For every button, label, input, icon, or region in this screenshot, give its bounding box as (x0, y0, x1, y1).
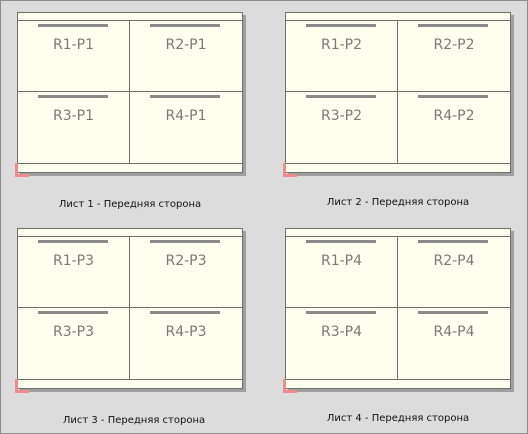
page-label: R2-P1 (165, 37, 207, 53)
page-label: R4-P4 (433, 324, 475, 340)
page-header-bar (38, 240, 108, 243)
page-cell[interactable]: R4-P2 (398, 92, 510, 163)
page-header-bar (150, 95, 220, 98)
page-cell[interactable]: R2-P1 (130, 21, 242, 92)
page-header-bar (418, 240, 488, 243)
page-cell[interactable]: R2-P4 (398, 237, 510, 308)
page-header-bar (418, 311, 488, 314)
page-cell[interactable]: R3-P1 (18, 92, 130, 163)
sheet-3-preview[interactable]: R1-P3 R2-P3 R3-P3 R4-P3 (15, 228, 243, 393)
page-label: R1-P4 (320, 253, 363, 269)
sheet-caption: Лист 1 - Передняя сторона (58, 199, 202, 210)
page-cell[interactable]: R1-P4 (286, 237, 398, 308)
page-header-bar (38, 24, 108, 27)
sheet-page-grid: R1-P4 R2-P4 R3-P4 R4-P4 (286, 237, 510, 379)
sheet-2-preview[interactable]: R1-P2 R2-P2 R3-P2 R4-P2 (283, 12, 511, 177)
sheet-top-margin (286, 13, 510, 21)
sheet-page-grid: R1-P3 R2-P3 R3-P3 R4-P3 (18, 237, 242, 379)
page-label: R3-P3 (52, 324, 95, 340)
page-cell[interactable]: R3-P2 (286, 92, 398, 163)
page-cell[interactable]: R1-P1 (18, 21, 130, 92)
page-cell[interactable]: R3-P3 (18, 308, 130, 379)
page-label: R2-P2 (433, 37, 475, 53)
sheet-bottom-margin (18, 163, 242, 172)
page-header-bar (38, 311, 108, 314)
page-cell[interactable]: R1-P2 (286, 21, 398, 92)
page-label: R3-P1 (52, 108, 95, 124)
sheet-top-margin (286, 229, 510, 237)
sheet-caption: Лист 4 - Передняя сторона (326, 413, 470, 424)
page-header-bar (418, 95, 488, 98)
page-label: R3-P2 (320, 108, 363, 124)
page-header-bar (306, 240, 376, 243)
page-header-bar (150, 24, 220, 27)
page-cell[interactable]: R2-P3 (130, 237, 242, 308)
page-label: R4-P2 (433, 108, 475, 124)
page-cell[interactable]: R1-P3 (18, 237, 130, 308)
page-header-bar (306, 24, 376, 27)
sheet-caption: Лист 2 - Передняя сторона (326, 197, 470, 208)
page-cell[interactable]: R4-P4 (398, 308, 510, 379)
page-label: R1-P2 (320, 37, 363, 53)
sheet-bottom-margin (286, 379, 510, 388)
page-cell[interactable]: R2-P2 (398, 21, 510, 92)
page-header-bar (306, 311, 376, 314)
sheet-bottom-margin (18, 379, 242, 388)
page-label: R4-P3 (165, 324, 207, 340)
page-cell[interactable]: R4-P1 (130, 92, 242, 163)
sheet-page-grid: R1-P1 R2-P1 R3-P1 R4-P1 (18, 21, 242, 163)
page-cell[interactable]: R4-P3 (130, 308, 242, 379)
page-label: R2-P4 (433, 253, 475, 269)
page-header-bar (306, 95, 376, 98)
sheet-top-margin (18, 229, 242, 237)
sheet-4-preview[interactable]: R1-P4 R2-P4 R3-P4 R4-P4 (283, 228, 511, 393)
sheet-caption: Лист 3 - Передняя сторона (62, 415, 206, 426)
page-header-bar (150, 311, 220, 314)
sheet-page-grid: R1-P2 R2-P2 R3-P2 R4-P2 (286, 21, 510, 163)
page-header-bar (150, 240, 220, 243)
sheet-1-preview[interactable]: R1-P1 R2-P1 R3-P1 R4-P1 (15, 12, 243, 177)
page-cell[interactable]: R3-P4 (286, 308, 398, 379)
page-label: R4-P1 (165, 108, 207, 124)
sheet-bottom-margin (286, 163, 510, 172)
page-header-bar (418, 24, 488, 27)
page-header-bar (38, 95, 108, 98)
page-label: R2-P3 (165, 253, 207, 269)
sheet-top-margin (18, 13, 242, 21)
page-label: R1-P1 (52, 37, 95, 53)
page-label: R3-P4 (320, 324, 363, 340)
page-label: R1-P3 (52, 253, 95, 269)
